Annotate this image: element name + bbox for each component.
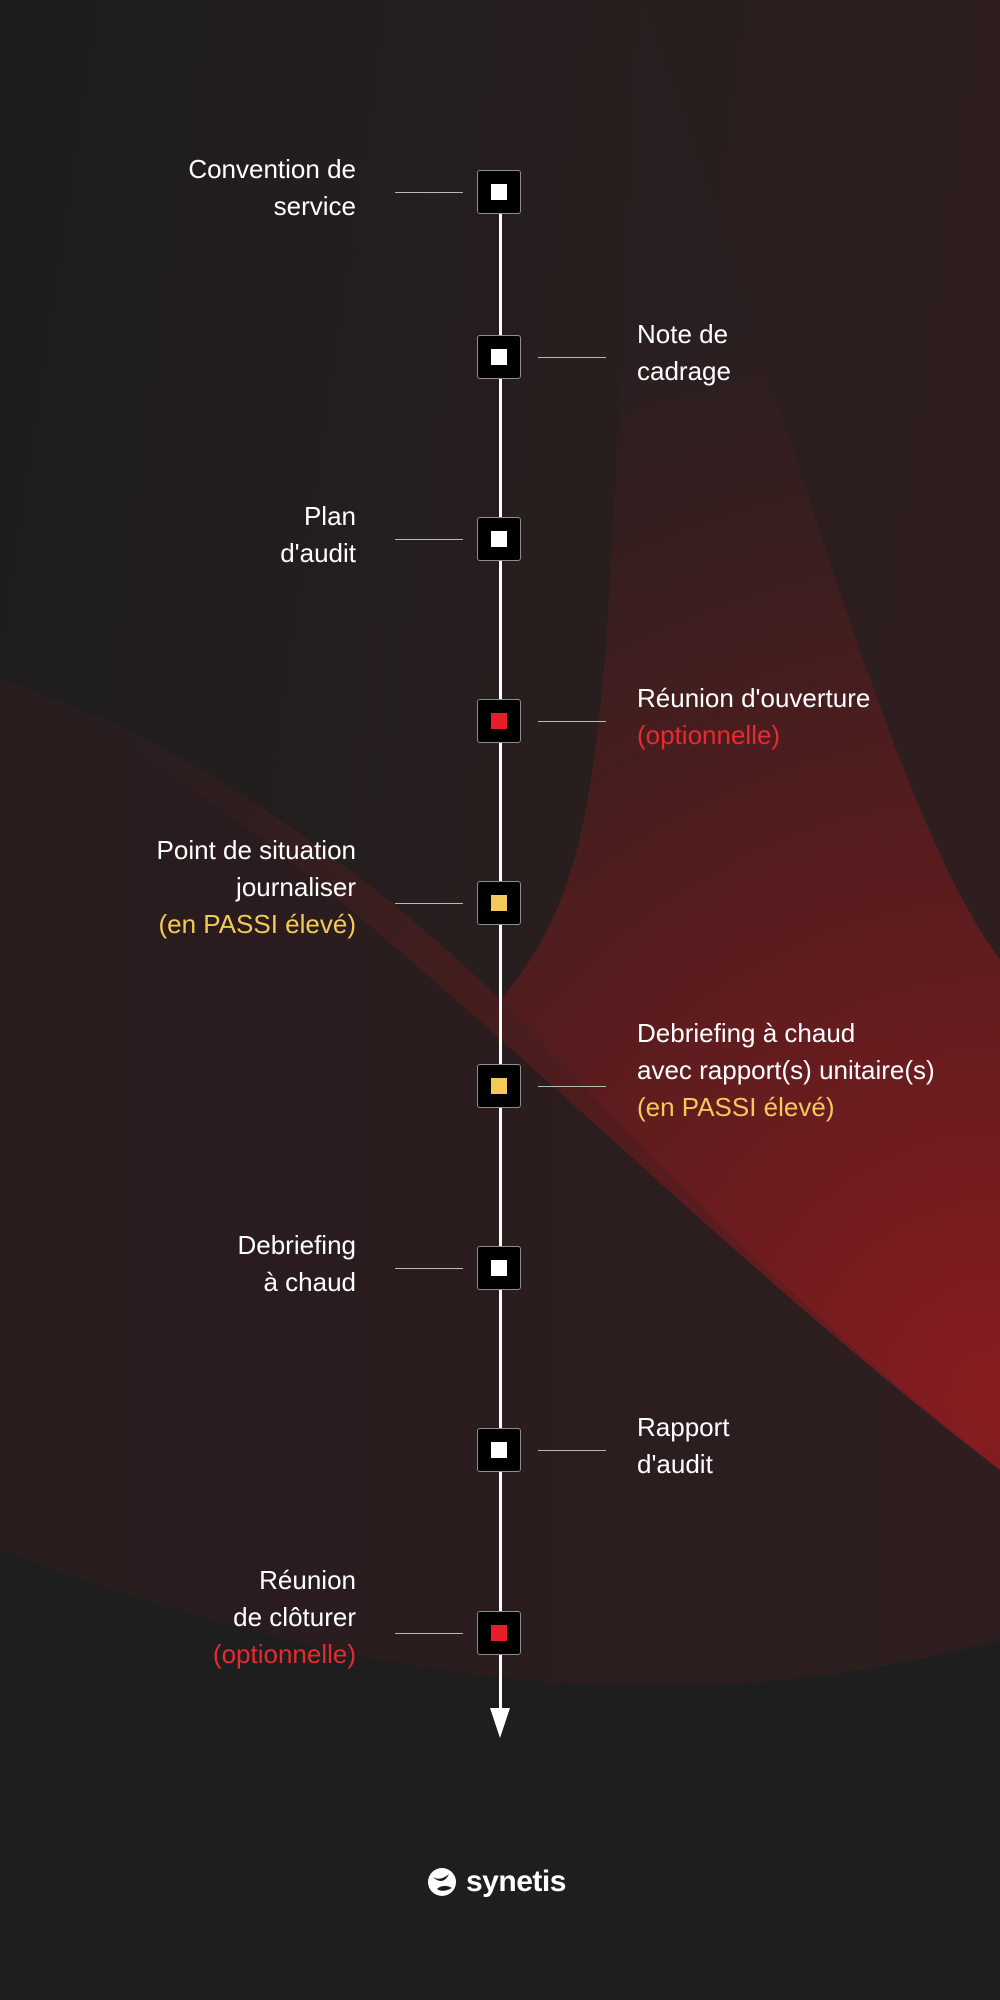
step-connector: [538, 1450, 606, 1451]
step-connector: [395, 539, 463, 540]
step-label-line: service: [273, 191, 356, 221]
step-connector: [395, 1633, 463, 1634]
synetis-logo-icon: [428, 1868, 456, 1896]
step-label-line: avec rapport(s) unitaire(s): [637, 1055, 935, 1085]
step-label-line: Note de: [637, 319, 729, 349]
step-marker: [477, 881, 521, 925]
step-label-line: (optionnelle): [212, 1639, 356, 1669]
step-label-line: Point de situation: [156, 835, 356, 865]
step-marker-dot: [491, 349, 507, 365]
step-label-line: d'audit: [280, 538, 356, 568]
step-label-line: (en PASSI élevé): [158, 909, 356, 939]
step-label-line: Rapport: [637, 1412, 730, 1442]
step-label: Plan d'audit: [280, 498, 356, 572]
arrow-down-icon: [490, 1708, 510, 1738]
step-label-line: d'audit: [637, 1449, 713, 1479]
step-marker: [477, 1246, 521, 1290]
logo-text: synetis: [466, 1865, 566, 1898]
timeline-axis: [499, 190, 502, 1720]
step-connector: [395, 192, 463, 193]
step-label-line: Debriefing à chaud: [637, 1018, 856, 1048]
step-marker: [477, 517, 521, 561]
step-label-line: à chaud: [263, 1267, 356, 1297]
step-label: Debriefing à chaud: [237, 1227, 356, 1301]
step-marker: [477, 1428, 521, 1472]
synetis-logo: synetis: [427, 1864, 566, 1900]
step-connector: [395, 1268, 463, 1269]
step-label-line: (en PASSI élevé): [637, 1092, 835, 1122]
step-label: Réunion de clôturer (optionnelle): [213, 1562, 356, 1673]
step-label-line: Convention de: [188, 154, 356, 184]
step-marker: [477, 1611, 521, 1655]
step-marker-dot: [491, 713, 507, 729]
step-label-line: Réunion d'ouverture: [637, 683, 871, 713]
step-label: Note de cadrage: [637, 316, 731, 390]
step-marker-dot: [491, 1442, 507, 1458]
step-label-line: de clôturer: [233, 1602, 356, 1632]
step-marker-dot: [491, 1625, 507, 1641]
step-marker-dot: [491, 1260, 507, 1276]
step-marker: [477, 335, 521, 379]
step-label: Debriefing à chaud avec rapport(s) unitai…: [637, 1015, 935, 1126]
step-label: Point de situation journaliser (en PASSI é…: [157, 832, 356, 943]
step-label: Rapport d'audit: [637, 1409, 730, 1483]
step-label-line: (optionnelle): [637, 720, 781, 750]
step-marker: [477, 170, 521, 214]
step-connector: [395, 903, 463, 904]
step-label-line: Plan: [303, 501, 356, 531]
step-label: Réunion d'ouverture (optionnelle): [637, 680, 870, 754]
step-label-line: journaliser: [236, 872, 356, 902]
step-label-line: cadrage: [637, 356, 731, 386]
step-marker-dot: [491, 1078, 507, 1094]
step-marker-dot: [491, 184, 507, 200]
step-label-line: Debriefing: [237, 1230, 356, 1260]
step-connector: [538, 357, 606, 358]
step-connector: [538, 721, 606, 722]
step-marker: [477, 699, 521, 743]
step-marker-dot: [491, 531, 507, 547]
step-connector: [538, 1086, 606, 1087]
step-label-line: Réunion: [259, 1565, 356, 1595]
step-marker-dot: [491, 895, 507, 911]
step-label: Convention de service: [188, 151, 356, 225]
step-marker: [477, 1064, 521, 1108]
